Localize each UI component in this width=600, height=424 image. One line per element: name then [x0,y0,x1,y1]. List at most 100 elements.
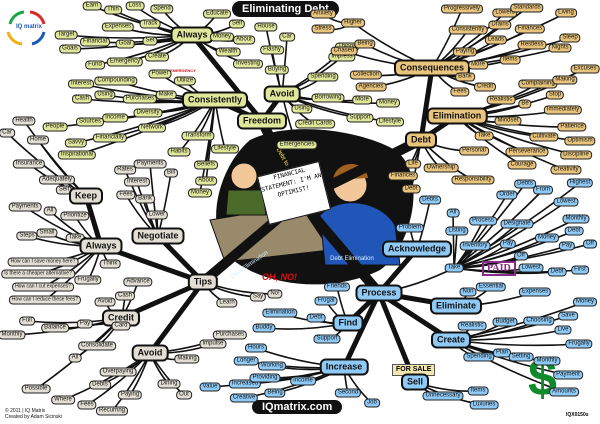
leaf-node-choosing[interactable]: Choosing [523,316,555,326]
leaf-node-insurance[interactable]: Insurance [12,159,46,169]
leaf-node-first[interactable]: First [571,265,589,275]
leaf-node-providing[interactable]: Providing [249,373,281,383]
leaf-node-money[interactable]: Money [375,98,401,108]
leaf-node-discipline[interactable]: Discipline [560,150,592,160]
leaf-node-anxiety[interactable]: Anxiety [310,9,336,19]
leaf-node-money[interactable]: Money [187,188,213,198]
leaf-node-save[interactable]: Save [558,311,578,321]
leaf-node-more[interactable]: More [468,60,488,70]
leaf-node-thin[interactable]: Thin [104,5,122,15]
leaf-node-monthly[interactable]: Monthly [562,214,590,224]
leaf-node-house[interactable]: House [254,22,278,32]
leaf-node-being[interactable]: Being [264,388,286,398]
leaf-node-loss[interactable]: Loss [125,1,145,11]
leaf-node-increased[interactable]: Increased [228,379,262,389]
leaf-node-perseverance[interactable]: Perseverance [505,147,549,157]
leaf-node-transform[interactable]: Transform [181,131,215,141]
leaf-node-goals[interactable]: Goals [59,44,81,54]
leaf-node-finances[interactable]: Finances [514,24,546,34]
leaf-node-luxuries[interactable]: Luxuries [469,400,499,410]
leaf-node-credit-cards[interactable]: Credit Cards [295,119,335,129]
leaf-node-inventory[interactable]: Inventory [459,241,491,251]
leaf-node-longer[interactable]: Longer [233,356,259,366]
leaf-node-using[interactable]: Using [291,104,313,114]
leaf-node-payments[interactable]: Payments [133,159,167,169]
leaf-node-impulse[interactable]: Impulse [199,339,227,349]
leaf-node-drains[interactable]: Drains [488,20,512,30]
leaf-node-stop[interactable]: Stop [545,90,565,100]
leaf-node-patience[interactable]: Patience [557,122,587,132]
leaf-node-frugally[interactable]: Frugally [565,339,593,349]
leaf-node-agencies[interactable]: Agencies [355,82,387,92]
leaf-node-bill[interactable]: Bill [163,168,179,178]
leaf-node-order[interactable]: Order [496,190,518,200]
leaf-node-possible[interactable]: Possible [21,384,51,394]
leaf-node-unnecessary[interactable]: Unnecessary [422,391,464,401]
leaf-node-inspirational[interactable]: Inspirational [57,150,97,160]
leaf-node-network[interactable]: Network [137,123,167,133]
leaf-node-lifestyle[interactable]: Lifestyle [210,144,240,154]
leaf-node-debts[interactable]: Debts [89,380,111,390]
branch-node-find[interactable]: Find [332,314,364,332]
leaf-node-budget[interactable]: Budget [492,317,518,327]
leaf-node-create[interactable]: Create [144,52,170,62]
leaf-node-process[interactable]: Process [469,216,497,226]
leaf-node-friends[interactable]: Friends [323,282,351,292]
leaf-node-fund[interactable]: Fund [85,60,105,70]
leaf-node-income[interactable]: Income [102,113,128,123]
leaf-node-ownership[interactable]: Ownership [423,163,459,173]
leaf-node-creativity[interactable]: Creativity [550,165,582,175]
leaf-node-sources[interactable]: Sources [75,117,105,127]
branch-node-create[interactable]: Create [430,331,472,349]
leaf-node-debts[interactable]: Debts [514,179,536,189]
leaf-node-earn[interactable]: Earn [82,1,102,11]
branch-node-process[interactable]: Process [355,284,403,302]
leaf-node-creative[interactable]: Creative [229,393,259,403]
leaf-node-paying[interactable]: Paying [452,47,478,57]
leaf-node-problem[interactable]: Problem [395,223,425,233]
leaf-node-educate[interactable]: Educate [202,9,232,19]
leaf-node-cultivate[interactable]: Cultivate [529,132,559,142]
leaf-node-money[interactable]: Money [534,233,560,243]
leaf-node-take[interactable]: Take [444,263,464,273]
leaf-node-debt[interactable]: Debt [306,313,326,323]
leaf-node-purchases[interactable]: Purchases [122,94,158,104]
leaf-node-restless[interactable]: Restless [517,40,547,50]
leaf-node-set[interactable]: Set [142,36,158,46]
leaf-node-support[interactable]: Support [313,334,341,344]
leaf-node-designate[interactable]: Designate [500,219,534,229]
leaf-node-adequately[interactable]: Adequately [38,175,76,185]
branch-node-avoid[interactable]: Avoid [263,85,301,103]
leaf-node-card[interactable]: Card [111,321,131,331]
leaf-node-stress[interactable]: Stress [311,24,335,34]
leaf-node-monthly[interactable]: Monthly [0,330,26,340]
leaf-node-debt[interactable]: Debt [547,267,567,277]
leaf-node-fees[interactable]: Fees [450,87,470,97]
leaf-node-financial[interactable]: Financial [79,37,111,47]
leaf-node-cash[interactable]: Cash [114,291,136,301]
leaf-node-frugal[interactable]: Frugal [314,296,338,306]
branch-node-negotiate[interactable]: Negotiate [131,227,185,245]
leaf-node-money[interactable]: Money [209,32,235,42]
leaf-node-frugally[interactable]: Frugally [74,275,102,285]
leaf-node-realistic[interactable]: Realistic [457,321,487,331]
branch-node-always[interactable]: Always [170,26,214,44]
leaf-node-recurring[interactable]: Recurring [95,406,129,416]
leaf-node-utilize[interactable]: Utilize [173,76,197,86]
leaf-node-money[interactable]: Money [572,297,598,307]
leaf-node-rates[interactable]: Rates [114,165,136,175]
leaf-node-health[interactable]: Health [12,116,36,126]
branch-node-freedom[interactable]: Freedom [236,112,288,130]
leaf-node-using[interactable]: Using [94,90,116,100]
leaf-node-out[interactable]: Out [176,390,192,400]
leaf-node-bank[interactable]: Bank [455,72,475,82]
leaf-node-setting[interactable]: Setting [508,352,534,362]
leaf-node-excuses[interactable]: Excuses [570,64,600,74]
leaf-node-wealth[interactable]: Wealth [215,47,241,57]
leaf-node-people[interactable]: People [42,122,68,132]
branch-node-acknowledge[interactable]: Acknowledge [381,240,453,258]
leaf-node-credit[interactable]: Credit [473,82,497,92]
leaf-node-power[interactable]: Power [148,69,172,79]
leaf-node-value[interactable]: Value [199,382,221,392]
branch-node-always[interactable]: Always [79,237,123,255]
